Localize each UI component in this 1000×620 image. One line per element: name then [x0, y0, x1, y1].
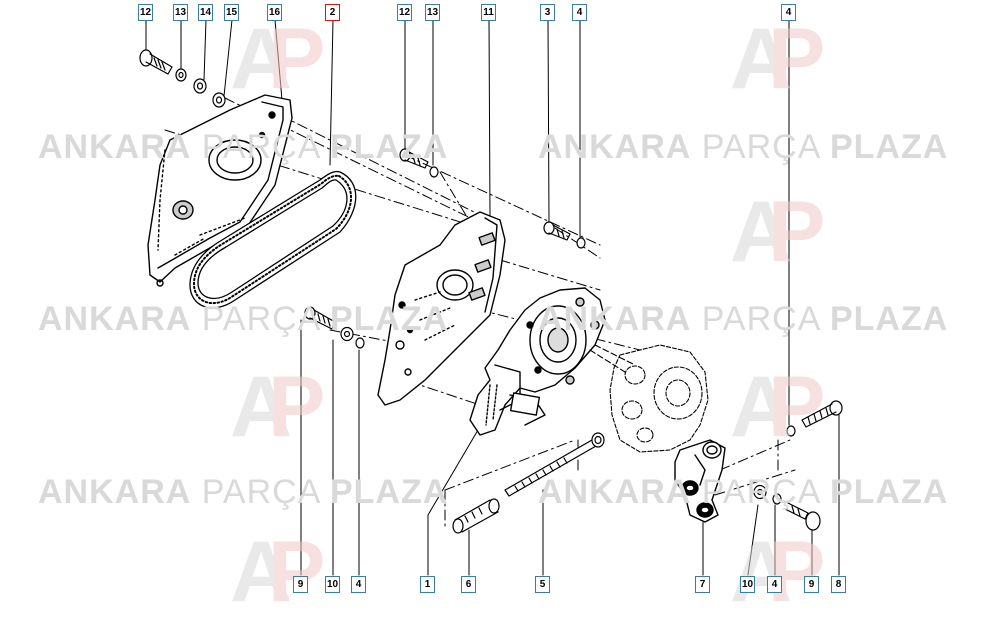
- callout-part-9: 9: [293, 576, 308, 593]
- callout-part-7: 7: [695, 576, 710, 593]
- bracket-1: [469, 287, 606, 436]
- callout-part-15: 15: [224, 4, 239, 21]
- callout-part-8: 8: [831, 576, 846, 593]
- washer-10-left: [340, 326, 354, 342]
- pump-body-phantom: [589, 344, 709, 453]
- callout-part-5: 5: [535, 576, 550, 593]
- washer-4-top: [576, 237, 586, 249]
- nut-15: [212, 92, 226, 108]
- callout-part-9: 9: [804, 576, 819, 593]
- bolt-9-left: [304, 306, 336, 330]
- stud-bolt-5: [504, 432, 605, 497]
- callout-part-12: 12: [138, 4, 153, 21]
- callout-part-3: 3: [540, 4, 555, 21]
- callout-part-16: 16: [267, 4, 282, 21]
- tensioner-7: [674, 439, 726, 523]
- bolt-8-right: [801, 400, 843, 428]
- callout-part-10: 10: [740, 576, 755, 593]
- washer-4-left: [355, 337, 365, 349]
- drive-belt-2: [189, 170, 357, 309]
- washer-4-right: [772, 493, 782, 505]
- bolt-3: [543, 221, 571, 241]
- leader-lines-top: [145, 19, 790, 426]
- washer-13-middle: [429, 166, 439, 178]
- bolt-12-middle: [399, 148, 429, 169]
- spacer-6: [452, 498, 500, 534]
- bolt-12-left: [139, 49, 173, 75]
- exploded-view-drawing: [139, 19, 843, 576]
- callout-part-1: 1: [420, 576, 435, 593]
- callout-part-14: 14: [198, 4, 213, 21]
- callout-part-13: 13: [425, 4, 440, 21]
- callout-part-4: 4: [767, 576, 782, 593]
- mounting-plate-11: [377, 211, 506, 406]
- callout-part-4: 4: [351, 576, 366, 593]
- bolt-9-right: [784, 502, 821, 531]
- callout-part-12: 12: [397, 4, 412, 21]
- washer-10-right: [753, 484, 767, 500]
- callout-part-4: 4: [572, 4, 587, 21]
- callout-part-11: 11: [481, 4, 496, 21]
- callout-part-6: 6: [461, 576, 476, 593]
- callout-part-13: 13: [173, 4, 188, 21]
- leader-lines-bottom: [300, 319, 840, 576]
- timing-cover-16: [147, 94, 293, 287]
- washer-13-left: [175, 68, 187, 82]
- callout-part-10: 10: [325, 576, 340, 593]
- washer-14: [193, 78, 207, 94]
- callout-part-2-highlighted: 2: [325, 4, 340, 21]
- washer-4-right-top: [786, 425, 796, 437]
- callout-part-4: 4: [781, 4, 796, 21]
